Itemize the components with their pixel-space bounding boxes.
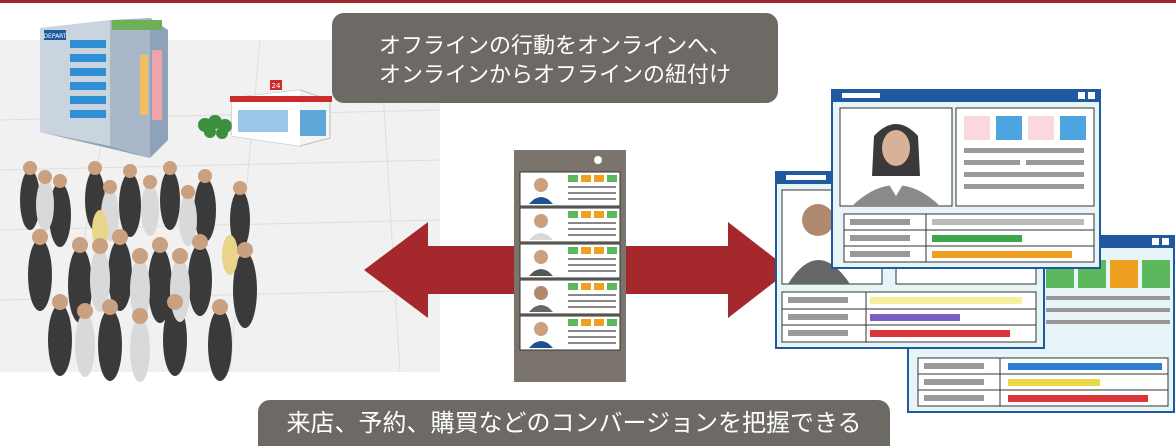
department-store-sign-text: DEPART	[43, 33, 66, 40]
convenience-store-building: 24	[230, 80, 332, 147]
convenience-store-sign	[270, 80, 282, 90]
customer-profile-window	[831, 89, 1101, 269]
caption-line-1: オフラインの行動をオンラインへ、	[378, 34, 731, 59]
profile-row	[519, 171, 621, 207]
department-store-building: DEPART	[40, 18, 168, 158]
profile-row	[519, 315, 621, 351]
bidirectional-arrow-icon	[364, 222, 790, 318]
profile-row	[519, 279, 621, 315]
profile-avatar	[852, 124, 940, 206]
conversion-caption: 来店、予約、購買などのコンバージョンを把握できる	[258, 400, 890, 446]
caption-line-2: オンラインからオフラインの紐付け	[378, 63, 731, 88]
smartphone-device	[514, 150, 626, 382]
crowd-of-people	[20, 161, 257, 382]
profile-row	[519, 243, 621, 279]
department-store-sign	[44, 30, 66, 40]
trees	[198, 115, 232, 139]
phone-profile-list	[519, 171, 621, 351]
top-accent-line	[0, 0, 1176, 3]
offline-online-caption: オフラインの行動をオンラインへ、 オンラインからオフラインの紐付け	[332, 13, 778, 103]
profile-row	[519, 207, 621, 243]
convenience-store-sign-text: 24	[272, 82, 281, 90]
